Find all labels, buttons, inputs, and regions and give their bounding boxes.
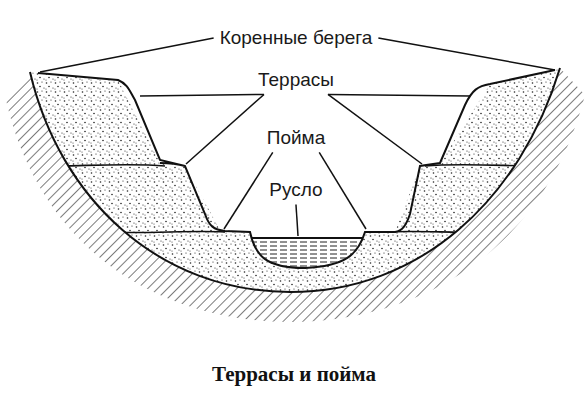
channel-label: Русло [267,180,324,201]
water-surface [252,237,363,239]
terrace-deposits-stipple [30,68,560,292]
leader-line [186,94,264,164]
leader-line [40,38,214,72]
leader-line [140,94,264,96]
leader-line [378,38,555,70]
bedrock-surface [30,68,560,292]
leader-line [296,204,298,236]
leader-line [328,94,470,96]
leader-line [224,152,273,229]
river-water [252,238,363,267]
floodplain-label: Пойма [265,128,327,149]
leader-line [328,94,422,164]
terrace-deposits [30,68,560,292]
figure-caption: Террасы и пойма [212,363,376,386]
bank-label: Коренные берега [218,28,375,49]
bedrock-hatching [6,68,585,322]
leader-line [319,152,366,229]
ground-profile [38,70,555,268]
terrace-label: Террасы [256,70,336,91]
layer-boundaries [0,165,587,233]
